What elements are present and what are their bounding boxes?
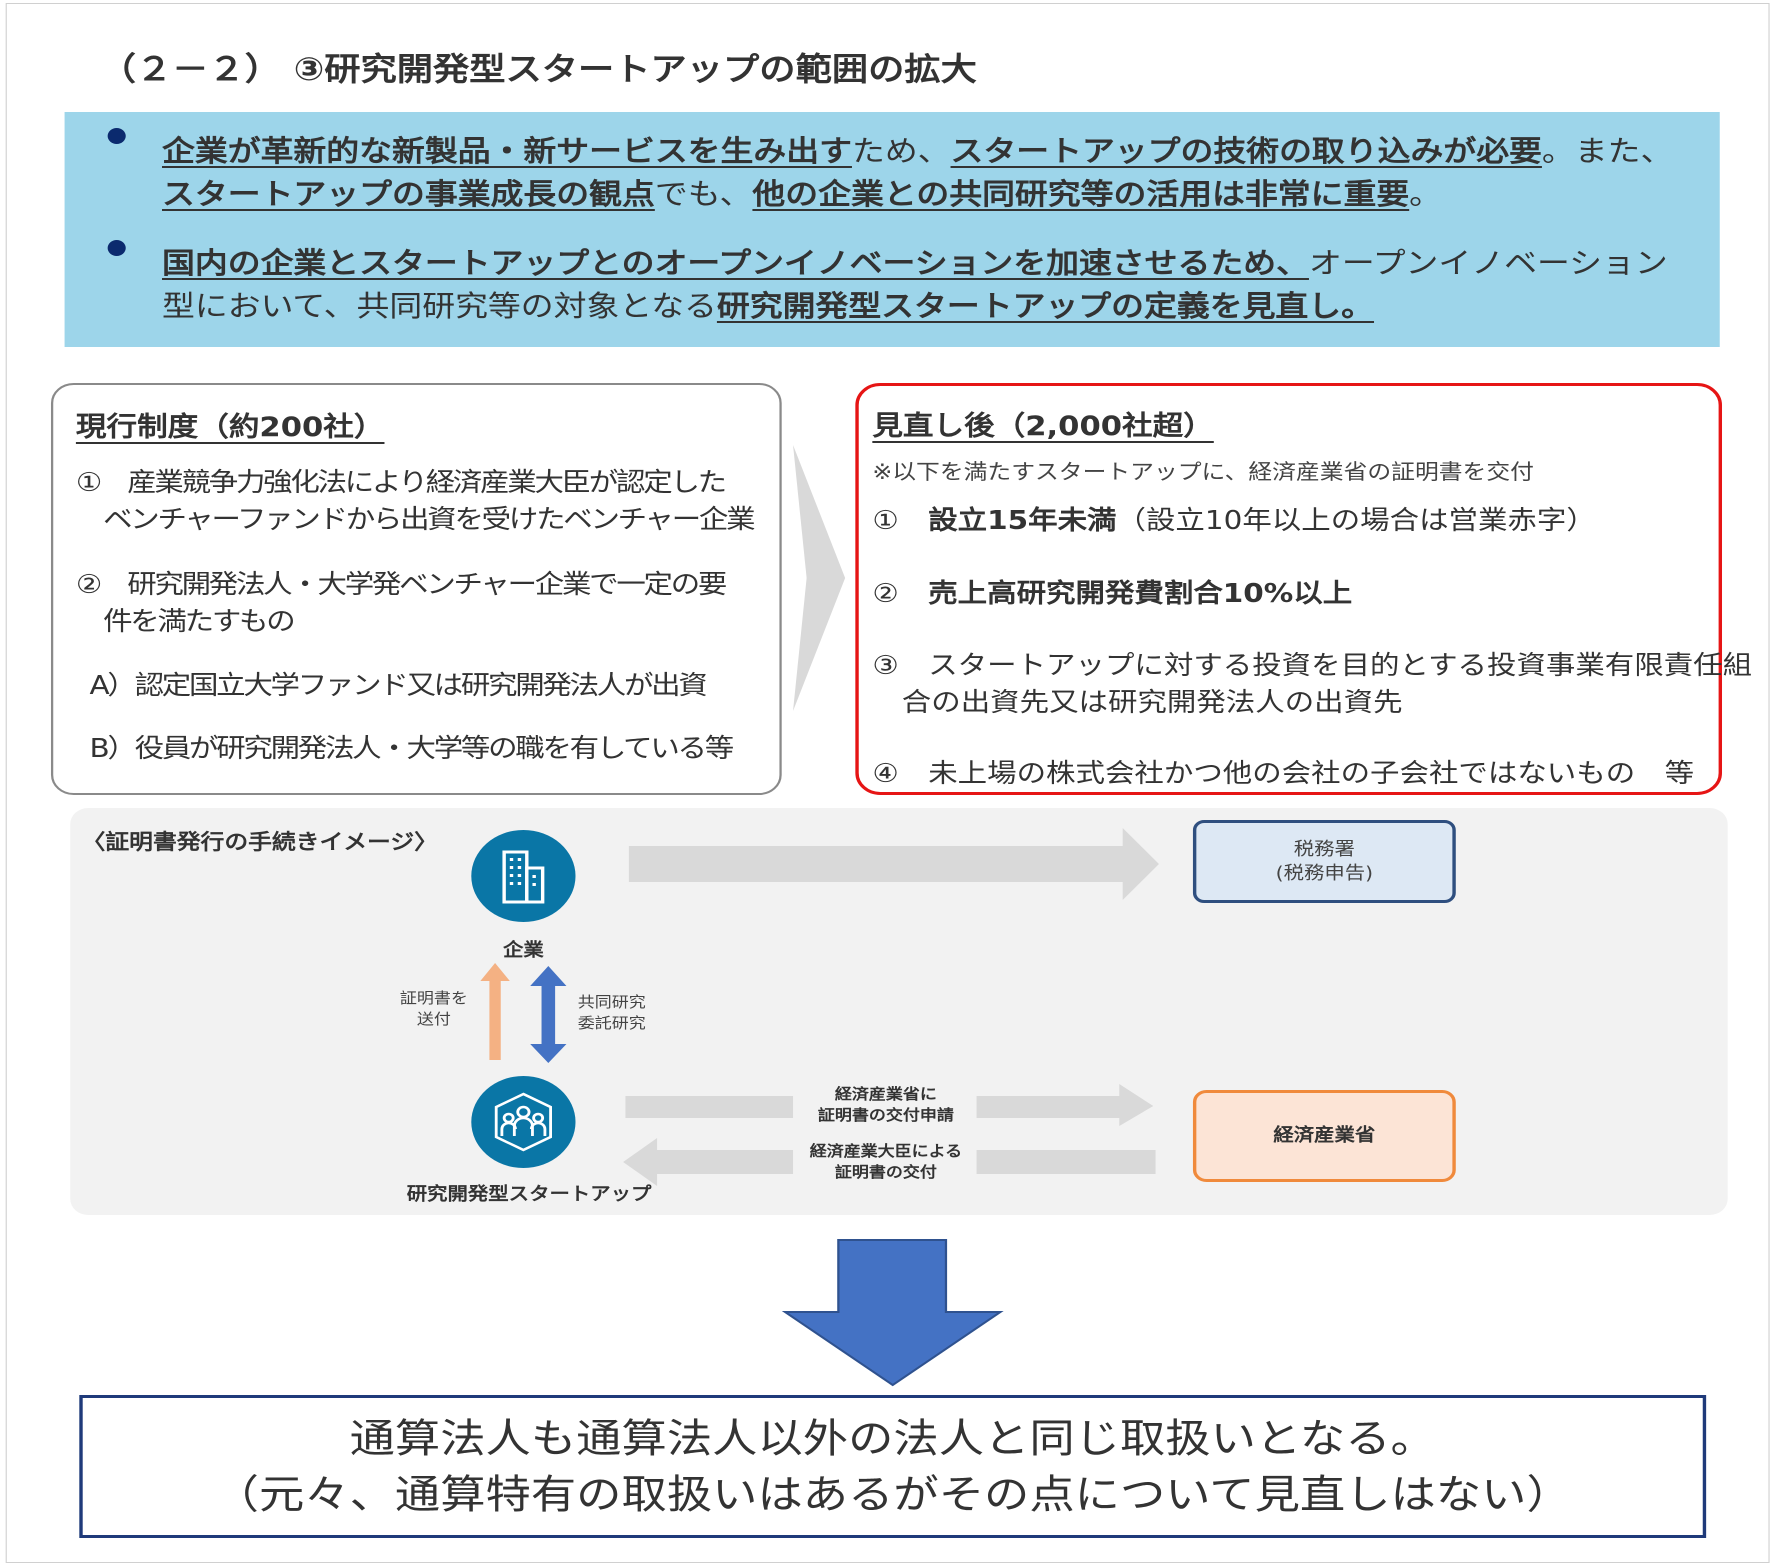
label-line: 証明書を (399, 989, 468, 1007)
arrow-right-icon (628, 828, 1159, 900)
label-line: 経済産業大臣による (809, 1142, 963, 1160)
apply-label: 経済産業省に 証明書の交付申請 (795, 1084, 976, 1126)
double-arrow-research-icon (530, 966, 567, 1063)
tax-office-box: 税務署 (税務申告) (1192, 820, 1456, 903)
summary-text: 国内の企業とスタートアップとのオープンイノベーションを加速させるため、 (162, 246, 1309, 280)
conclusion-box: 通算法人も通算法人以外の法人と同じ取扱いとなる。 （元々、通算特有の取扱いはある… (79, 1395, 1707, 1538)
issue-label: 経済産業大臣による 証明書の交付 (795, 1141, 976, 1183)
item-text: ① 産業競争力強化法により経済産業大臣が認定した (75, 468, 727, 498)
tax-office-sub: (税務申告) (1275, 862, 1374, 884)
conclusion-line-1: 通算法人も通算法人以外の法人と同じ取扱いとなる。 (349, 1415, 1436, 1462)
summary-text: 。また、 (1541, 134, 1674, 168)
summary-text: でも、 (654, 177, 753, 211)
process-heading: 〈証明書発行の手続きイメージ〉 (81, 830, 438, 854)
arrow-right-icon (625, 1084, 1154, 1126)
item-bold-text: 売上高研究開発費割合10%以上 (928, 579, 1353, 609)
revised-item-2: ② 売上高研究開発費割合10%以上 (872, 576, 1352, 613)
item-text: ベンチャーファンドから出資を受けたベンチャー企業 (103, 505, 755, 535)
process-panel: 〈証明書発行の手続きイメージ〉 経済産業省に 証明書の交付申請 経済産業大臣によ… (70, 808, 1728, 1215)
company-building-icon (471, 830, 576, 922)
chevron-arrow-icon (793, 445, 846, 711)
page-frame (5, 3, 1770, 1563)
revised-item-1: ① 設立15年未満（設立10年以上の場合は営業赤字） (872, 503, 1595, 540)
current-item-b: B）役員が研究開発法人・大学等の職を有している等 (89, 734, 734, 764)
revised-item-3: ③ スタートアップに対する投資を目的とする投資事業有限責任組 合の出資先又は研究… (872, 648, 1752, 722)
revised-heading: 見直し後（2,000社超） (872, 411, 1214, 442)
current-item-2: ② 研究開発法人・大学発ベンチャー企業で一定の要 件を満たすもの (75, 567, 727, 641)
item-text: （設立10年以上の場合は営業赤字） (1116, 506, 1596, 536)
bullet-icon (107, 128, 126, 144)
item-text: 未上場の株式会社かつ他の会社の子会社ではないもの 等 (928, 759, 1695, 789)
arrow-left-icon (623, 1138, 1156, 1186)
item-bold-text: 設立15年未満 (928, 506, 1117, 536)
label-line: 共同研究 (577, 993, 646, 1011)
summary-text: スタートアップの事業成長の観点 (162, 177, 655, 211)
summary-text: スタートアップの技術の取り込みが必要 (950, 134, 1542, 168)
summary-text: 企業が革新的な新製品・新サービスを生み出す (162, 134, 852, 168)
summary-bullet-2: 国内の企業とスタートアップとのオープンイノベーションを加速させるため、オープンイ… (162, 242, 1686, 328)
page-title: （２－２） ③研究開発型スタートアップの範囲の拡大 (99, 50, 977, 88)
label-line: 委託研究 (577, 1014, 646, 1032)
item-text: 件を満たすもの (103, 607, 296, 637)
joint-research-label: 共同研究 委託研究 (569, 992, 655, 1034)
meti-label: 経済産業省 (1273, 1125, 1376, 1146)
bullet-icon (107, 240, 126, 256)
label-line: 送付 (416, 1010, 451, 1028)
summary-text: 他の企業との共同研究等の活用は非常に重要 (752, 177, 1410, 211)
summary-text: ため、 (851, 134, 951, 168)
item-text: スタートアップに対する投資を目的とする投資事業有限責任組 (928, 651, 1753, 681)
item-text: ② 研究開発法人・大学発ベンチャー企業で一定の要 (75, 570, 727, 600)
down-arrow-icon (781, 1239, 1004, 1387)
label-line: 証明書の交付 (834, 1163, 937, 1181)
revised-item-4: ④ 未上場の株式会社かつ他の会社の子会社ではないもの 等 (872, 756, 1694, 793)
company-label: 企業 (503, 940, 544, 961)
send-cert-label: 証明書を 送付 (394, 988, 473, 1030)
item-number: ② (872, 579, 899, 609)
summary-box: 企業が革新的な新製品・新サービスを生み出すため、スタートアップの技術の取り込みが… (64, 112, 1720, 347)
label-line: 経済産業省に (834, 1085, 937, 1103)
current-heading: 現行制度（約200社） (75, 412, 385, 443)
current-item-1: ① 産業競争力強化法により経済産業大臣が認定した ベンチャーファンドから出資を受… (75, 465, 756, 539)
conclusion-line-2: （元々、通算特有の取扱いはあるがその点について見直しはない） (213, 1471, 1572, 1518)
label-line: 証明書の交付申請 (817, 1106, 954, 1124)
current-item-a: A）認定国立大学ファンド又は研究開発法人が出資 (89, 671, 707, 701)
item-text: 合の出資先又は研究開発法人の出資先 (901, 688, 1403, 718)
summary-text: 。 (1409, 177, 1443, 211)
revised-note: ※以下を満たすスタートアップに、経済産業省の証明書を交付 (872, 460, 1534, 484)
meti-box: 経済産業省 (1192, 1090, 1456, 1182)
arrow-up-send-icon (480, 963, 510, 1060)
summary-bullet-1: 企業が革新的な新製品・新サービスを生み出すため、スタートアップの技術の取り込みが… (162, 130, 1686, 216)
revised-system-box: 見直し後（2,000社超） ※以下を満たすスタートアップに、経済産業省の証明書を… (855, 383, 1752, 795)
summary-text: 研究開発型スタートアップの定義を見直し。 (716, 289, 1375, 323)
current-system-box: 現行制度（約200社） ① 産業競争力強化法により経済産業大臣が認定した ベンチ… (50, 383, 782, 795)
item-number: ① (872, 506, 899, 536)
item-number: ③ (872, 651, 899, 681)
startup-label: 研究開発型スタートアップ (406, 1184, 652, 1205)
item-number: ④ (872, 759, 899, 789)
tax-office-label: 税務署 (1293, 838, 1355, 860)
startup-team-icon (471, 1076, 576, 1168)
summary-text: オープンイノベーション型において、共同研究等の対象となる (162, 246, 1668, 323)
